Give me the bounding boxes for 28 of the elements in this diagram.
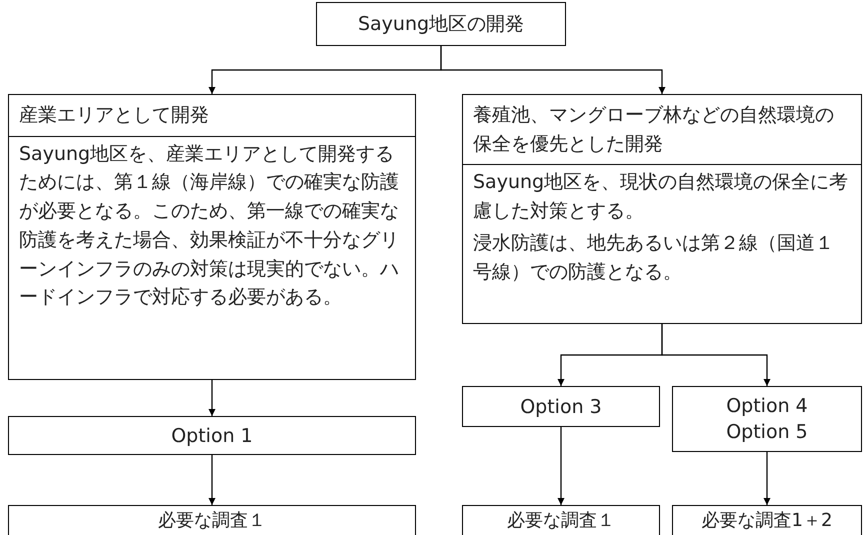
process-box [672,386,862,452]
box-heading: 養殖池、マングローブ林などの自然環境の保全を優先とした開発 [463,95,861,166]
process-box [8,505,416,535]
process-box [8,94,416,380]
box-text: Sayung地区を、現状の自然環境の保全に考慮した対策とする。 [472,170,850,224]
box-text: Sayung地区の開発 [358,12,524,37]
process-box [316,2,566,46]
process-box [462,386,660,427]
box-text: 浸水防護は、地先あるいは第２線（国道１号線）での防護となる。 [472,230,835,285]
arrow [558,427,564,505]
arrow [661,324,770,386]
box-text: Sayung地区を、産業エリアとして開発するためには、第１線（海岸線）での確実な防護が必要となる。このため、第一線での確実な防護を考えた場合、効果検証が不十分なグリーンインフラのみの対策は現実的でない。ハードインフラで対応する必要がある。 [18,142,400,310]
process-box [462,505,660,535]
arrow [764,452,770,505]
box-text: Option 3 [520,394,602,420]
box-text: 必要な調査1＋2 [702,508,832,532]
process-box [8,416,416,455]
box-text: Option 1 [171,424,253,448]
process-box [462,94,862,324]
box-heading: 産業エリアとして開発 [9,95,415,137]
arrow [440,46,666,94]
arrow [208,380,216,416]
box-text: Option 5 [726,420,808,445]
process-box [672,505,862,535]
box-text: 必要な調査１ [158,508,266,532]
box-text: 必要な調査１ [507,508,615,532]
box-text: Option 4 [726,394,808,419]
arrow [208,455,216,505]
